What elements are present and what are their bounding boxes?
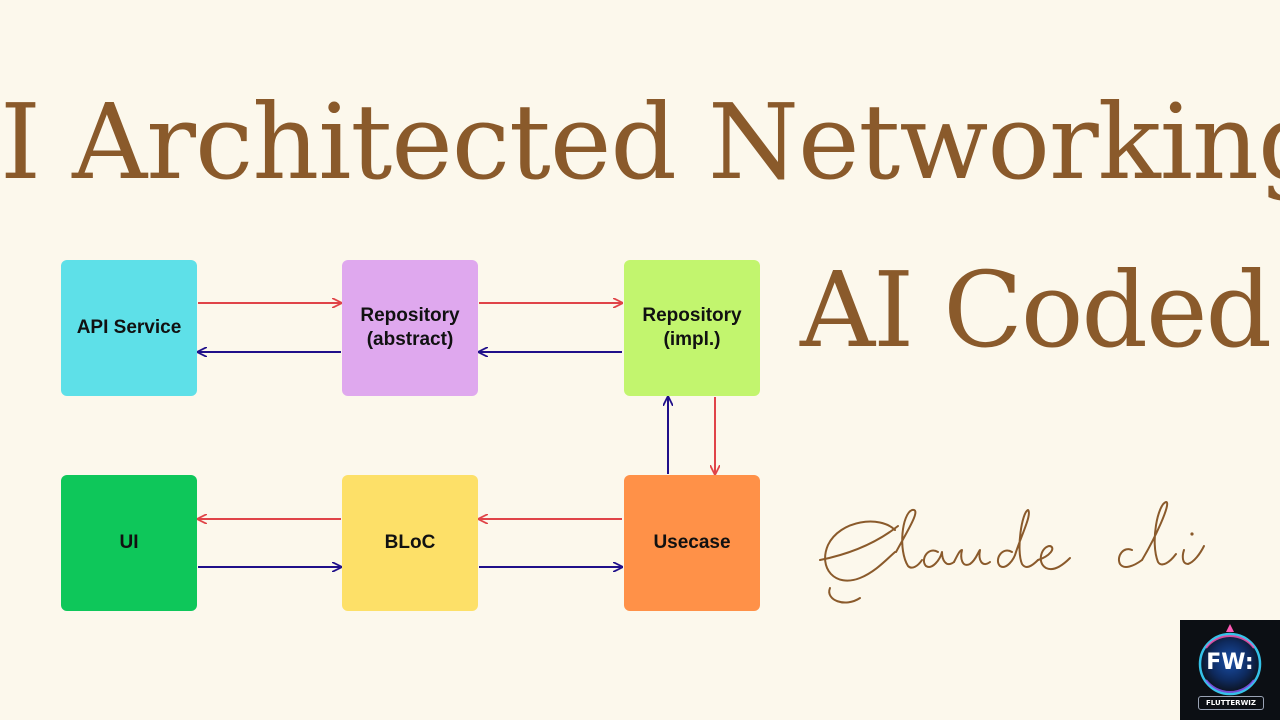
repository-abstract-label: Repository <box>360 305 460 326</box>
api-service-box: API Service <box>61 260 197 396</box>
ui-box: UI <box>61 475 197 611</box>
claude-cli-signature <box>819 501 1205 604</box>
usecase-box: Usecase <box>624 475 760 611</box>
title: I Architected Networking <box>0 81 1280 203</box>
repository-impl-sublabel: (impl.) <box>663 329 721 350</box>
flutterwiz-logo-text: FW: <box>1206 650 1254 675</box>
flutterwiz-brand-text: FLUTTERWIZ <box>1198 696 1264 710</box>
subtitle: AI Coded <box>800 249 1272 371</box>
repository-abstract-box: Repository (abstract) <box>342 260 478 396</box>
repository-impl-box: Repository (impl.) <box>624 260 760 396</box>
ui-label: UI <box>119 532 139 553</box>
bloc-box: BLoC <box>342 475 478 611</box>
usecase-label: Usecase <box>653 532 731 553</box>
bloc-label: BLoC <box>384 532 436 553</box>
repository-impl-label: Repository <box>642 305 742 326</box>
api-service-label: API Service <box>76 317 182 338</box>
repository-abstract-sublabel: (abstract) <box>366 329 454 350</box>
flutterwiz-logo: FW: FLUTTERWIZ <box>1180 620 1280 720</box>
